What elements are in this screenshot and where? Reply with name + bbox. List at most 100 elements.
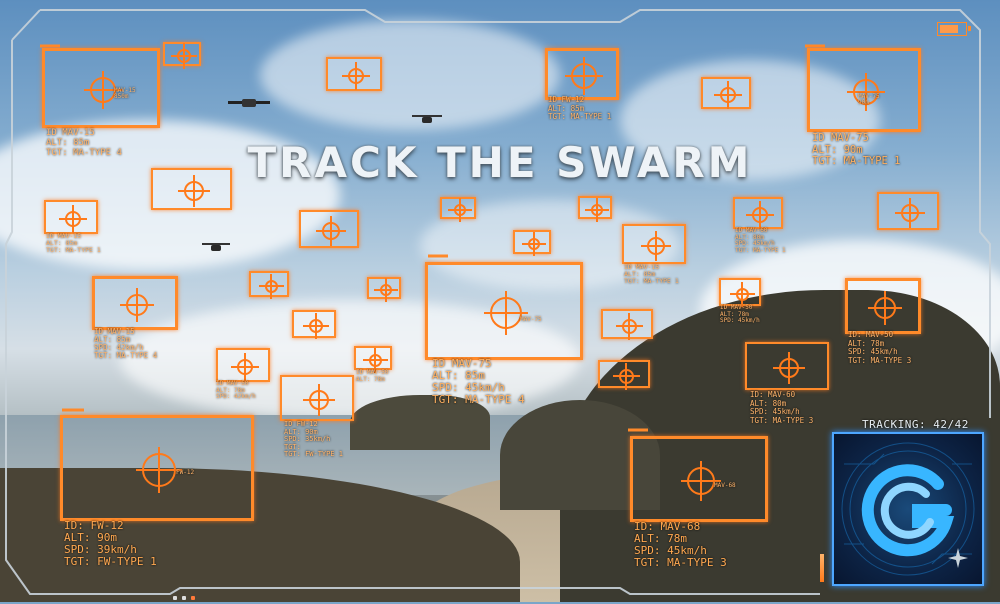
reticle-icon [773, 352, 805, 384]
target-box-t7[interactable] [745, 342, 829, 390]
reticle-icon [362, 347, 388, 373]
reticle-icon [171, 43, 197, 69]
info-line: ID FW-12 [548, 95, 585, 104]
info-line: TGT: MA-TYPE 3 [634, 556, 727, 569]
info-line: ID: MAV-50 [848, 330, 894, 339]
target-box-t2b[interactable] [326, 57, 382, 91]
page-dot[interactable] [182, 596, 186, 600]
target-box-t15[interactable] [719, 278, 761, 307]
info-line: SPD: 45km/h [720, 317, 760, 324]
target-badge-t3: MAV-75 90m [858, 93, 880, 106]
target-info-t4: ID MAV-15 ALT: 85m SPD: 42km/h TGT: MA-T… [94, 328, 157, 360]
reticle-icon [342, 62, 370, 90]
info-line: ID MAV-50 [720, 304, 753, 311]
target-info-t10: ID: MAV-68 ALT: 78m SPD: 45km/h TGT: MA-… [634, 521, 727, 569]
target-badge-t9: FW-12 [176, 469, 195, 476]
target-info-t14: ID MAV-60 ALT: 80m SPD: 45km/h TGT: MA-T… [735, 227, 786, 254]
target-box-small[interactable] [578, 196, 612, 222]
logo-icon [841, 442, 975, 576]
target-info-t8: ID FW-12 ALT: 90m SPD: 35km/h TGT: TGT: … [284, 420, 343, 459]
info-line: ALT: 78m [720, 310, 749, 318]
info-line: ID MAV-15 [46, 232, 82, 240]
info-line: ID MAV-50 [216, 380, 249, 387]
info-line: SPD: 42km/h [94, 343, 144, 352]
info-line: TGT: MA-TYPE 1 [548, 112, 612, 121]
reticle-icon [868, 291, 902, 325]
target-box-t3c[interactable] [877, 192, 939, 230]
target-box-small[interactable] [598, 360, 650, 390]
target-box-t2c[interactable] [545, 48, 619, 100]
target-box-t11[interactable] [44, 200, 98, 234]
info-line: ALT: 78m [634, 532, 687, 545]
target-info-t7: ID: MAV-60 ALT: 80m SPD: 45km/h TGT: MA-… [750, 390, 813, 425]
target-box-t12[interactable] [299, 210, 359, 248]
target-box-small[interactable] [249, 271, 289, 299]
info-line: TGT: MA-TYPE 4 [46, 148, 122, 158]
target-box-t14[interactable] [733, 197, 783, 229]
info-line: SPD: 45km/h [750, 407, 800, 416]
info-line: TGT: MA-TYPE 4 [432, 393, 525, 406]
target-badge-t1: MAV-15 850m [114, 87, 136, 100]
drone-icon[interactable] [410, 112, 444, 128]
info-line: ALT: 90m [812, 143, 863, 156]
target-box-t10[interactable] [630, 436, 768, 522]
reticle-icon [303, 313, 329, 339]
info-line: SPD: 45km/h [735, 240, 775, 247]
reticle-icon [303, 384, 335, 416]
target-box-t6[interactable] [845, 278, 921, 334]
page-dot[interactable] [173, 596, 177, 600]
info-line: ALT: 85m [46, 239, 78, 247]
target-box-small[interactable] [367, 277, 401, 302]
target-box-t9[interactable] [60, 415, 254, 521]
target-box-small[interactable] [601, 309, 653, 340]
reticle-icon [612, 362, 640, 390]
target-box-t1[interactable] [42, 48, 160, 128]
target-info-t6: ID: MAV-50 ALT: 78m SPD: 45km/h TGT: MA-… [848, 330, 911, 365]
info-line: TGT: MA-TYPE 1 [46, 246, 101, 254]
info-line: TGT: MA-TYPE 1 [624, 277, 679, 285]
target-info-t11: ID MAV-15 ALT: 85m TGT: MA-TYPE 1 [46, 233, 101, 254]
reticle-icon [120, 288, 154, 322]
target-box-t16[interactable] [216, 348, 270, 382]
target-box-t2d[interactable] [701, 77, 751, 109]
target-box-t3b[interactable] [151, 168, 232, 210]
info-line: SPD: 42km/h [216, 393, 256, 400]
info-line: ALT: 85m [548, 103, 585, 113]
reticle-icon [374, 278, 398, 302]
target-box-t17[interactable] [354, 346, 392, 373]
info-line: ID MAV-75 [812, 132, 869, 144]
info-line: ALT: 85m [94, 335, 131, 344]
target-info-t15: ID MAV-50 ALT: 78m SPD: 45km/h [720, 304, 760, 325]
reticle-icon [84, 71, 122, 109]
drone-icon[interactable] [226, 95, 272, 111]
signal-bar [820, 554, 824, 582]
info-line: ID FW-12 [284, 420, 318, 428]
target-box-small[interactable] [440, 197, 476, 222]
info-line: ID: MAV-60 [750, 390, 796, 399]
reticle-icon [231, 353, 259, 381]
target-box-small[interactable] [292, 310, 336, 339]
game-title: TRACK THE SWARM [247, 138, 753, 187]
target-box-t13[interactable] [622, 224, 686, 264]
info-line: TGT: MA-TYPE 1 [812, 155, 901, 167]
info-line: ALT: 80m [735, 233, 764, 241]
target-box-t3[interactable] [807, 48, 921, 132]
info-line: ALT: 78m [848, 338, 885, 348]
target-box-t2[interactable] [163, 42, 201, 69]
target-info-t13: ID MAV-15 ALT: 85m TGT: MA-TYPE 1 [624, 264, 679, 285]
reticle-icon [59, 205, 87, 233]
page-dot[interactable] [191, 596, 195, 600]
reticle-icon [681, 461, 721, 501]
target-box-t8[interactable] [280, 375, 354, 421]
reticle-icon [746, 201, 774, 229]
target-badge-t10: MAV-68 [714, 482, 736, 489]
target-info-t2: ID FW-12 ALT: 85m TGT: MA-TYPE 1 [548, 95, 612, 122]
target-box-t4[interactable] [92, 276, 178, 330]
info-line: ID MAV-15 [624, 263, 660, 271]
logo-panel [832, 432, 984, 586]
drone-icon[interactable] [200, 240, 232, 256]
target-box-t5[interactable] [425, 262, 583, 360]
info-line: SPD: 39km/h [64, 543, 137, 556]
target-box-small[interactable] [513, 230, 551, 256]
info-line: ALT: 78m [216, 386, 245, 394]
